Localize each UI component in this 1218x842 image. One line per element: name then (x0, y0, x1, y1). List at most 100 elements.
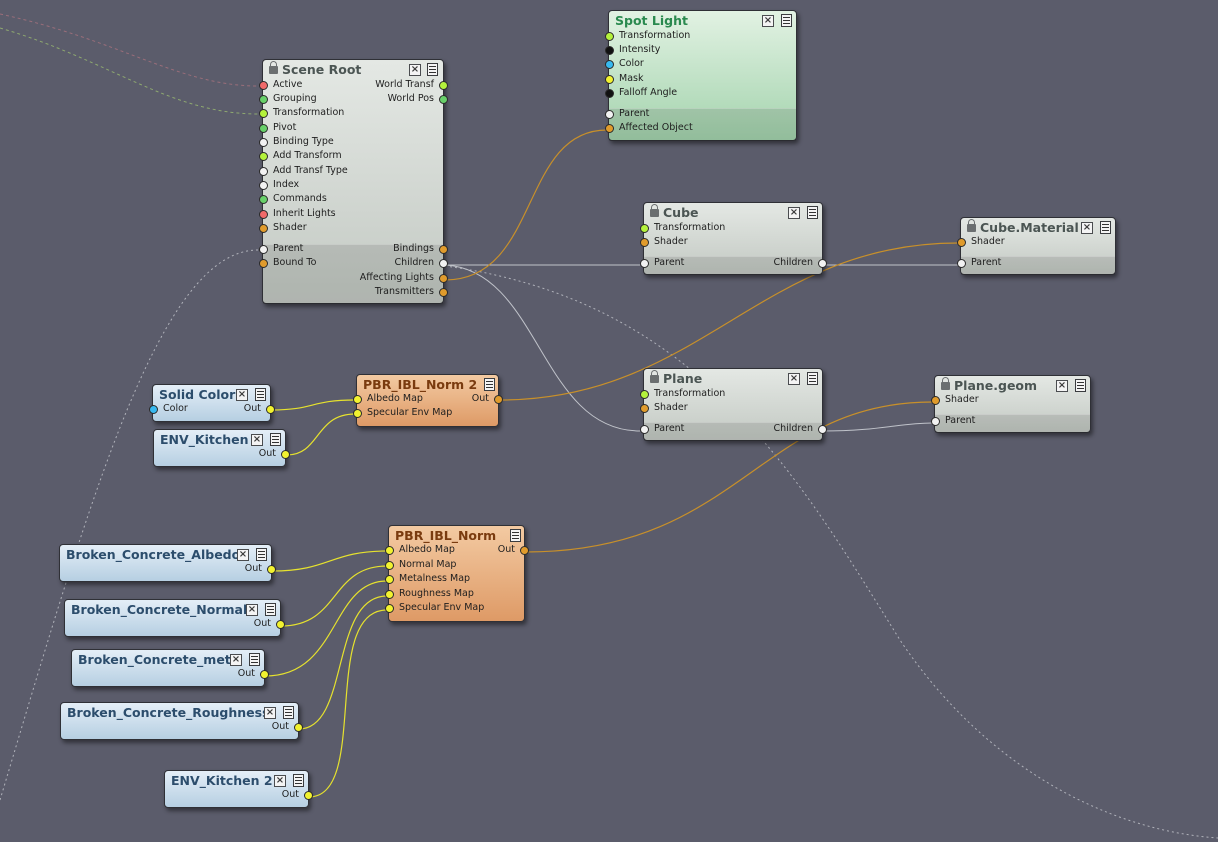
output-port[interactable] (439, 81, 448, 90)
input-port[interactable] (640, 224, 649, 233)
input-port[interactable] (640, 425, 649, 434)
input-port[interactable] (931, 396, 940, 405)
close-icon[interactable]: × (788, 373, 800, 385)
output-port[interactable] (266, 405, 275, 414)
close-icon[interactable]: × (251, 434, 263, 446)
output-port[interactable] (294, 723, 303, 732)
close-icon[interactable]: × (264, 707, 276, 719)
input-port[interactable] (605, 32, 614, 41)
output-port[interactable] (260, 670, 269, 679)
input-port[interactable] (385, 575, 394, 584)
menu-icon[interactable] (484, 378, 495, 391)
node-broken-concrete-normal[interactable]: Broken_Concrete_Normal × Out (64, 599, 285, 637)
node-env-kitchen[interactable]: ENV_Kitchen × Out (153, 429, 290, 467)
input-port[interactable] (385, 561, 394, 570)
close-icon[interactable]: × (274, 775, 286, 787)
input-port[interactable] (259, 195, 268, 204)
node-env-kitchen-2[interactable]: ENV_Kitchen 2 × Out (164, 770, 313, 808)
menu-icon[interactable] (807, 372, 818, 385)
close-icon[interactable]: × (1056, 380, 1068, 392)
input-port[interactable] (259, 224, 268, 233)
close-icon[interactable]: × (246, 604, 258, 616)
input-port[interactable] (640, 390, 649, 399)
input-port[interactable] (259, 138, 268, 147)
input-port[interactable] (259, 210, 268, 219)
input-port[interactable] (353, 395, 362, 404)
input-port[interactable] (957, 238, 966, 247)
menu-icon[interactable] (256, 548, 267, 561)
menu-icon[interactable] (510, 529, 521, 542)
input-port[interactable] (385, 546, 394, 555)
input-port[interactable] (640, 259, 649, 268)
output-port[interactable] (494, 395, 503, 404)
menu-icon[interactable] (1075, 379, 1086, 392)
output-port[interactable] (439, 95, 448, 104)
input-port[interactable] (640, 404, 649, 413)
input-port[interactable] (605, 110, 614, 119)
menu-icon[interactable] (781, 14, 792, 27)
close-icon[interactable]: × (237, 549, 249, 561)
menu-icon[interactable] (249, 653, 260, 666)
output-port[interactable] (304, 791, 313, 800)
input-port[interactable] (259, 124, 268, 133)
menu-icon[interactable] (1100, 221, 1111, 234)
input-port[interactable] (259, 95, 268, 104)
close-icon[interactable]: × (230, 654, 242, 666)
output-port[interactable] (439, 245, 448, 254)
input-port[interactable] (605, 75, 614, 84)
input-port[interactable] (259, 259, 268, 268)
output-port[interactable] (439, 288, 448, 297)
input-port[interactable] (259, 152, 268, 161)
close-icon[interactable]: × (236, 389, 248, 401)
close-icon[interactable]: × (762, 15, 774, 27)
node-broken-concrete-albedo[interactable]: Broken_Concrete_Albedo × Out (59, 544, 276, 582)
input-port[interactable] (259, 181, 268, 190)
menu-icon[interactable] (265, 603, 276, 616)
menu-icon[interactable] (270, 433, 281, 446)
input-port[interactable] (259, 245, 268, 254)
input-port[interactable] (385, 590, 394, 599)
menu-icon[interactable] (293, 774, 304, 787)
menu-icon[interactable] (283, 706, 294, 719)
input-port[interactable] (605, 89, 614, 98)
input-port[interactable] (385, 604, 394, 613)
close-icon[interactable]: × (788, 207, 800, 219)
menu-icon[interactable] (255, 388, 266, 401)
close-icon[interactable]: × (1081, 222, 1093, 234)
close-icon[interactable]: × (409, 64, 421, 76)
output-port[interactable] (276, 620, 285, 629)
wire-solid-to-albedo (270, 399, 356, 411)
input-port[interactable] (259, 109, 268, 118)
menu-icon[interactable] (427, 63, 438, 76)
input-port[interactable] (957, 259, 966, 268)
output-port[interactable] (439, 259, 448, 268)
input-port[interactable] (353, 409, 362, 418)
input-port[interactable] (640, 238, 649, 247)
output-port[interactable] (267, 565, 276, 574)
input-port[interactable] (605, 60, 614, 69)
input-port[interactable] (605, 124, 614, 133)
input-port[interactable] (259, 81, 268, 90)
output-port[interactable] (818, 425, 827, 434)
input-port[interactable] (931, 417, 940, 426)
output-port[interactable] (281, 450, 290, 459)
menu-icon[interactable] (807, 206, 818, 219)
output-port[interactable] (439, 274, 448, 283)
node-broken-concrete-met[interactable]: Broken_Concrete_met × Out (71, 649, 269, 687)
output-port[interactable] (520, 546, 529, 555)
input-port[interactable] (605, 46, 614, 55)
input-port[interactable] (259, 167, 268, 176)
input-port[interactable] (149, 405, 158, 414)
output-port[interactable] (818, 259, 827, 268)
node-broken-concrete-roughness[interactable]: Broken_Concrete_Roughness × Out (60, 702, 303, 740)
input-port-label: Affected Object (619, 122, 693, 133)
